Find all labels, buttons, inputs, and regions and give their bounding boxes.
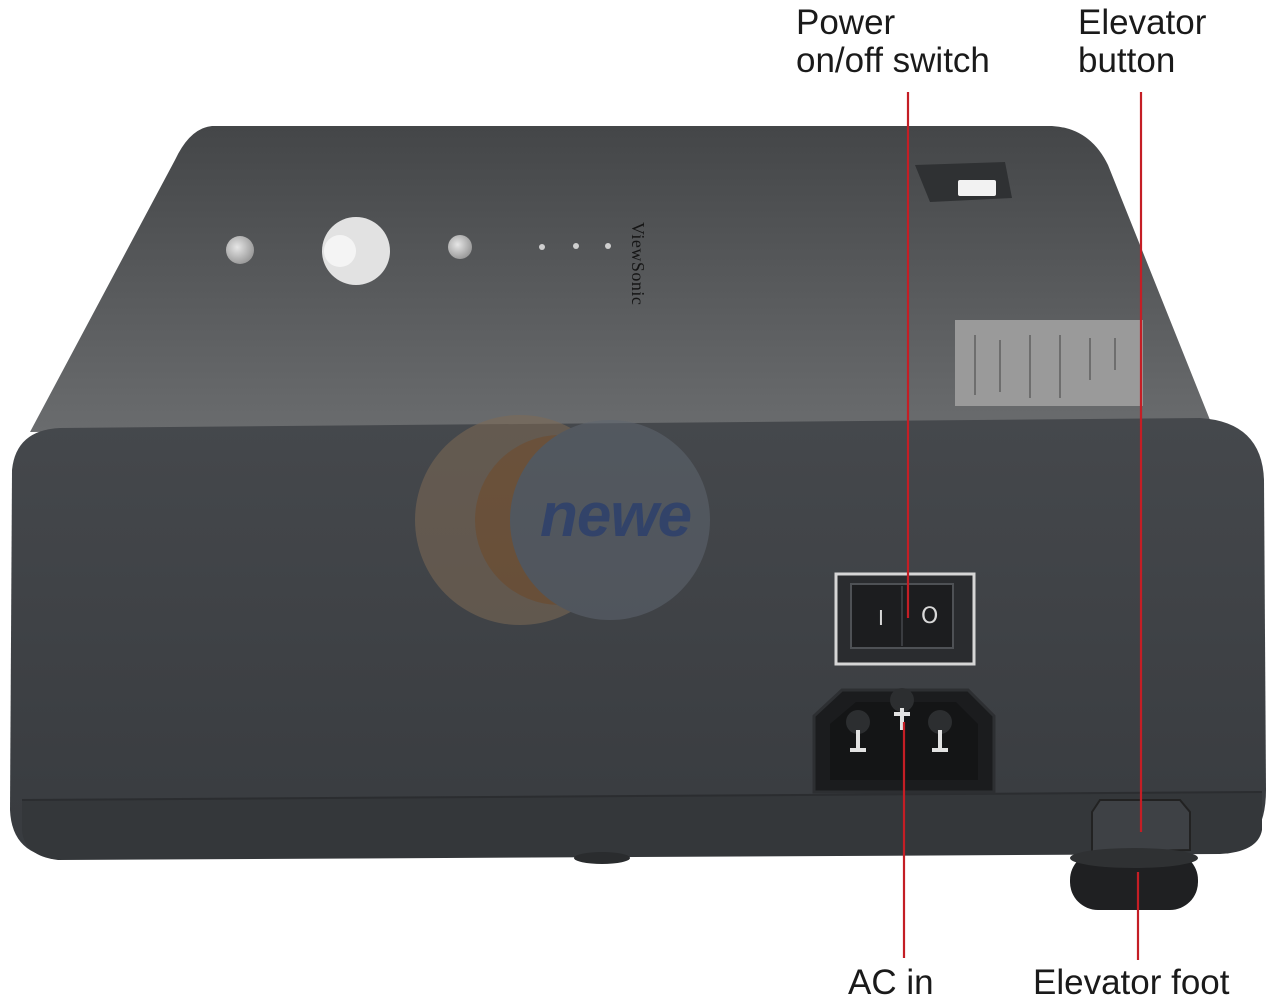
- elevator-button-callout: Elevator button: [1078, 3, 1207, 80]
- projector-top-surface: [30, 126, 1210, 432]
- indicator-led-2: [573, 243, 579, 249]
- label-plate: [955, 320, 1143, 406]
- top-button-right[interactable]: [448, 235, 472, 259]
- projector-bottom-rim: [22, 792, 1262, 860]
- switch-on-mark: I: [878, 606, 884, 630]
- indicator-led-3: [605, 243, 611, 249]
- top-button-left[interactable]: [226, 236, 254, 264]
- elevator-button[interactable]: [958, 180, 996, 196]
- ac-in-callout: AC in: [848, 963, 934, 1002]
- indicator-led-1: [539, 244, 545, 250]
- watermark-logo: [415, 415, 710, 625]
- leader-lines: [902, 92, 1143, 960]
- watermark-text: newe: [540, 481, 692, 550]
- power-switch-callout: Power on/off switch: [796, 3, 990, 80]
- ac-pins: [850, 708, 948, 752]
- center-foot: [574, 852, 630, 864]
- elevator-foot-callout: Elevator foot: [1033, 963, 1230, 1002]
- brand-logo: ViewSonic: [628, 222, 648, 306]
- switch-off-mark: O: [921, 604, 939, 629]
